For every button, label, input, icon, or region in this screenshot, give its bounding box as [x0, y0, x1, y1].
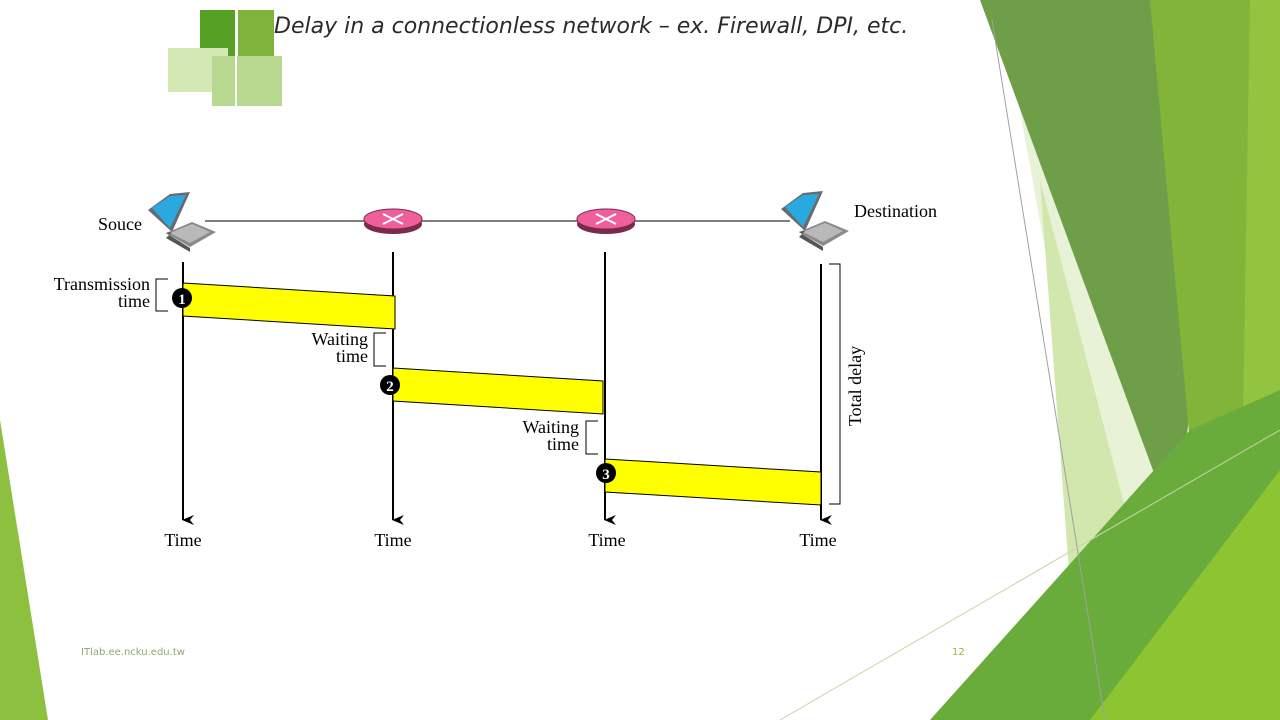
time-label-router-1: Time — [374, 530, 411, 550]
waiting-time-2-label-line2: time — [547, 434, 579, 454]
packet-2-number: 2 — [386, 379, 394, 395]
destination-label: Destination — [854, 201, 937, 221]
destination-laptop-icon — [781, 191, 849, 251]
waiting-time-1-label-line1: Waiting — [311, 329, 368, 349]
packet-1-bar — [182, 282, 396, 330]
router-2-icon — [576, 208, 636, 234]
transmission-time-bracket — [155, 278, 168, 312]
packet-1-number: 1 — [178, 292, 186, 308]
deco-thin-line-1 — [991, 19, 1106, 720]
deco-left-sliver — [0, 420, 48, 720]
deco-square-mid — [238, 10, 274, 56]
router-1-icon — [363, 208, 423, 234]
waiting-time-1-bracket — [373, 332, 386, 367]
transmission-time-label-line2: time — [118, 291, 150, 311]
packet-2-badge: 2 — [380, 375, 400, 395]
packet-2-bar — [392, 367, 604, 415]
source-laptop-icon — [148, 192, 216, 252]
source-label: Souce — [98, 214, 142, 234]
waiting-time-2-label-line1: Waiting — [522, 417, 579, 437]
time-label-source: Time — [164, 530, 201, 550]
time-label-destination: Time — [799, 530, 836, 550]
packet-1-badge: 1 — [172, 288, 192, 308]
page-number: 12 — [952, 647, 965, 658]
total-delay-label: Total delay — [845, 346, 865, 426]
deco-square-light-2 — [212, 56, 282, 106]
deco-thin-line-2 — [779, 429, 1280, 720]
transmission-time-label-line1: Transmission — [54, 274, 150, 294]
waiting-time-2-bracket — [585, 420, 598, 455]
packet-3-badge: 3 — [596, 463, 616, 483]
packet-3-number: 3 — [602, 467, 610, 483]
total-delay-bracket — [829, 263, 841, 505]
deco-right-shard-dark — [980, 0, 1200, 530]
slide-title: Delay in a connectionless network – ex. … — [274, 14, 909, 39]
waiting-time-1-label-line2: time — [336, 346, 368, 366]
footer-site: ITlab.ee.ncku.edu.tw — [81, 647, 185, 658]
deco-right-shard-lime — [1090, 470, 1280, 720]
time-label-router-2: Time — [588, 530, 625, 550]
packet-3-bar — [604, 458, 822, 506]
